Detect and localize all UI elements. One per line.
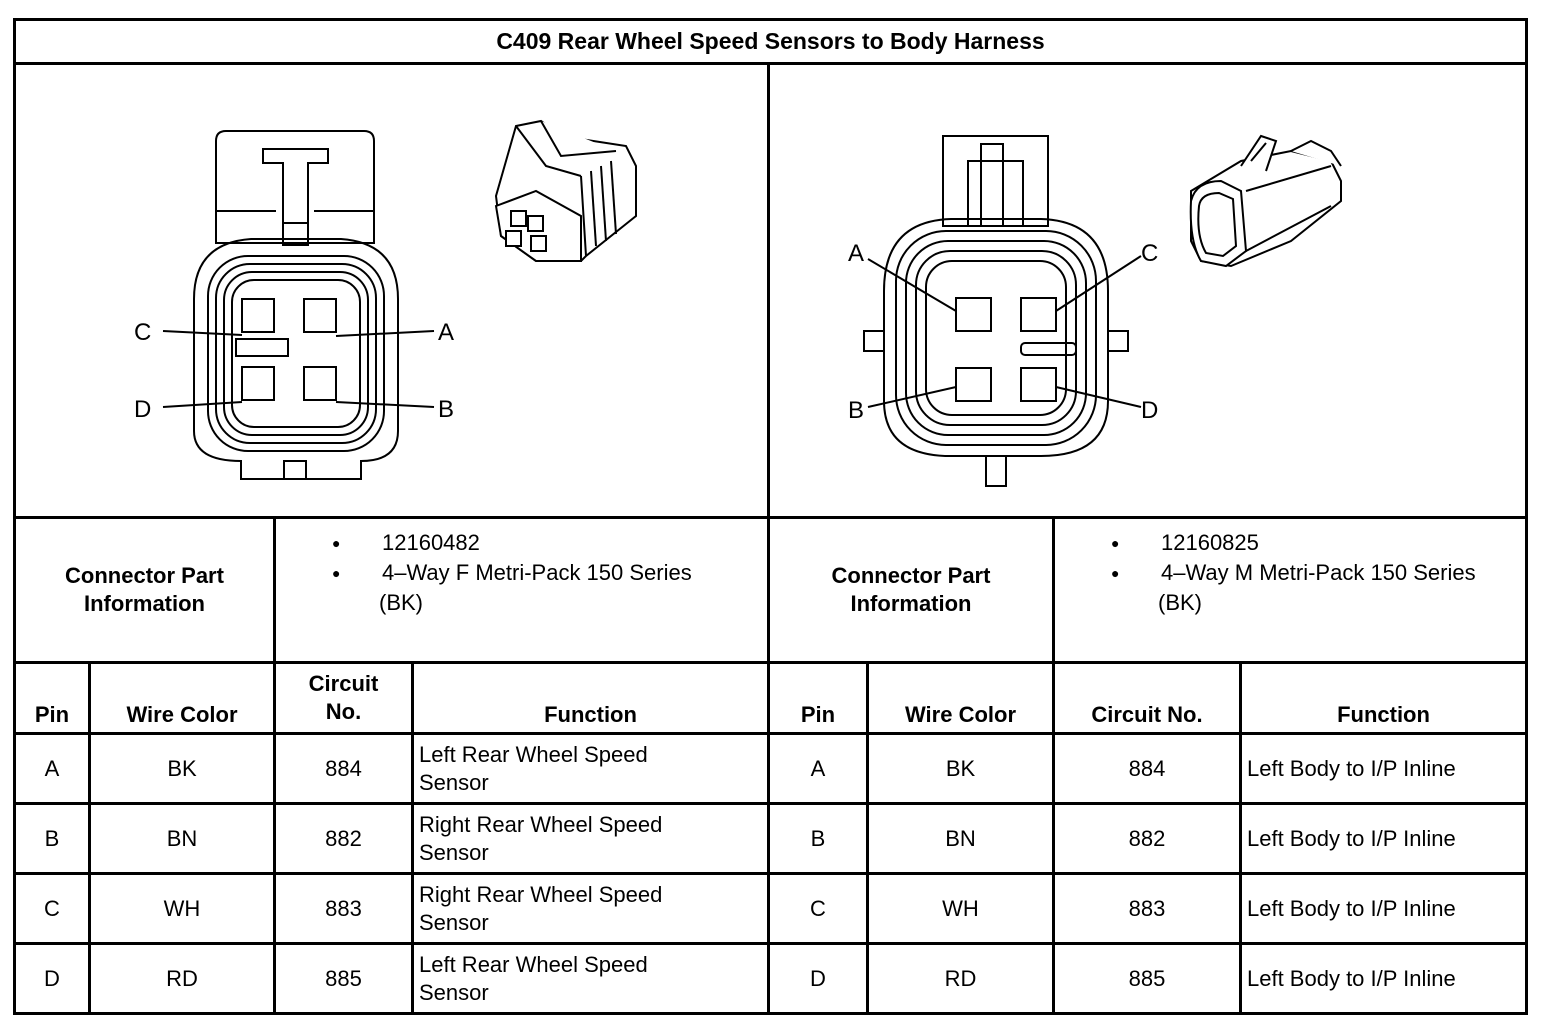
- wire-color-cell: BK: [945, 755, 976, 781]
- column-header-function: Function: [544, 702, 637, 727]
- column-header-function: Function: [1337, 702, 1430, 727]
- pin-label-b: B: [438, 396, 454, 423]
- bullet: ●: [332, 535, 341, 551]
- divider: [767, 65, 770, 1015]
- function-cell: Left Body to I/P Inline: [1247, 965, 1456, 991]
- divider: [866, 661, 869, 1015]
- divider: [273, 516, 276, 1015]
- column-header-circuit: Circuit No.: [308, 671, 379, 724]
- left-connector-isometric-icon: [494, 119, 637, 262]
- circuit-number-cell: 882: [325, 825, 362, 851]
- connector-color: (BK): [379, 590, 423, 615]
- column-header-pin: Pin: [800, 702, 836, 727]
- divider: [16, 516, 1525, 519]
- circuit-number-cell: 882: [1128, 825, 1166, 851]
- pin-label-b: B: [848, 397, 864, 424]
- connector-description: 4–Way F Metri-Pack 150 Series: [382, 560, 692, 585]
- function-cell: Left Body to I/P Inline: [1247, 895, 1456, 921]
- column-header-wire-color: Wire Color: [126, 702, 238, 727]
- pin-label-d: D: [1141, 397, 1158, 424]
- divider: [1052, 516, 1055, 1015]
- pin-label-c: C: [134, 319, 151, 346]
- page-title: C409 Rear Wheel Speed Sensors to Body Ha…: [16, 21, 1525, 65]
- wire-color-cell: BK: [167, 755, 197, 781]
- connector-color: (BK): [1158, 590, 1202, 615]
- column-header-pin: Pin: [34, 702, 70, 727]
- divider: [16, 661, 1525, 664]
- function-cell: Left Rear Wheel Speed Sensor: [414, 735, 767, 802]
- circuit-number-cell: 884: [1128, 755, 1166, 781]
- divider: [16, 872, 1525, 875]
- function-cell: Left Body to I/P Inline: [1247, 755, 1456, 781]
- divider: [16, 942, 1525, 945]
- circuit-number-cell: 883: [325, 895, 362, 921]
- function-text: Right Rear Wheel Speed Sensor: [419, 811, 663, 865]
- pin-cell: A: [44, 755, 60, 781]
- left-connector-face-diagram: C A D B: [134, 130, 454, 480]
- function-cell: Left Rear Wheel Speed Sensor: [414, 945, 767, 1012]
- connector-info-header: Connector Part Information: [831, 563, 991, 616]
- wire-color-cell: BN: [166, 825, 198, 851]
- divider: [411, 661, 414, 1015]
- circuit-number-cell: 885: [1128, 965, 1166, 991]
- function-text: Left Rear Wheel Speed Sensor: [419, 741, 648, 795]
- function-cell: Right Rear Wheel Speed Sensor: [414, 875, 767, 942]
- right-connector-isometric-icon: [1189, 134, 1342, 268]
- pin-cell: D: [44, 965, 60, 991]
- wire-color-cell: RD: [166, 965, 198, 991]
- bullet: ●: [1111, 535, 1120, 551]
- function-cell: Right Rear Wheel Speed Sensor: [414, 805, 767, 872]
- wire-color-cell: RD: [944, 965, 977, 991]
- pin-cell: D: [810, 965, 826, 991]
- pin-cell: C: [810, 895, 826, 921]
- function-text: Left Rear Wheel Speed Sensor: [419, 951, 648, 1005]
- circuit-number-cell: 884: [325, 755, 362, 781]
- connector-info-header: Connector Part Information: [65, 563, 224, 616]
- pin-label-a: A: [438, 319, 454, 346]
- divider: [16, 802, 1525, 805]
- function-cell: Left Body to I/P Inline: [1247, 825, 1456, 851]
- column-header-circuit: Circuit No.: [1091, 702, 1203, 727]
- bullet: ●: [332, 565, 341, 581]
- right-connector-face-diagram: A C B D: [848, 135, 1158, 487]
- divider: [16, 732, 1525, 735]
- connector-info-list: ● 12160825 ● 4–Way M Metri-Pack 150 Series…: [1108, 528, 1528, 618]
- bullet: ●: [1111, 565, 1120, 581]
- divider: [88, 661, 91, 1015]
- circuit-number-cell: 885: [325, 965, 362, 991]
- pin-label-a: A: [848, 240, 864, 267]
- function-text: Right Rear Wheel Speed Sensor: [419, 881, 663, 935]
- pin-cell: C: [44, 895, 60, 921]
- pin-label-d: D: [134, 396, 151, 423]
- circuit-number-cell: 883: [1128, 895, 1166, 921]
- pin-cell: A: [810, 755, 826, 781]
- column-header-wire-color: Wire Color: [904, 702, 1017, 727]
- wire-color-cell: BN: [945, 825, 976, 851]
- divider: [1239, 661, 1242, 1015]
- pin-cell: B: [44, 825, 60, 851]
- wire-color-cell: WH: [163, 895, 201, 921]
- pin-cell: B: [810, 825, 826, 851]
- wire-color-cell: WH: [942, 895, 979, 921]
- connector-description: 4–Way M Metri-Pack 150 Series: [1161, 560, 1476, 585]
- connector-document: C409 Rear Wheel Speed Sensors to Body Ha…: [13, 18, 1528, 1015]
- connector-info-list: ● 12160482 ● 4–Way F Metri-Pack 150 Series…: [329, 528, 759, 618]
- part-number: 12160482: [382, 530, 480, 555]
- pin-label-c: C: [1141, 240, 1158, 267]
- part-number: 12160825: [1161, 530, 1259, 555]
